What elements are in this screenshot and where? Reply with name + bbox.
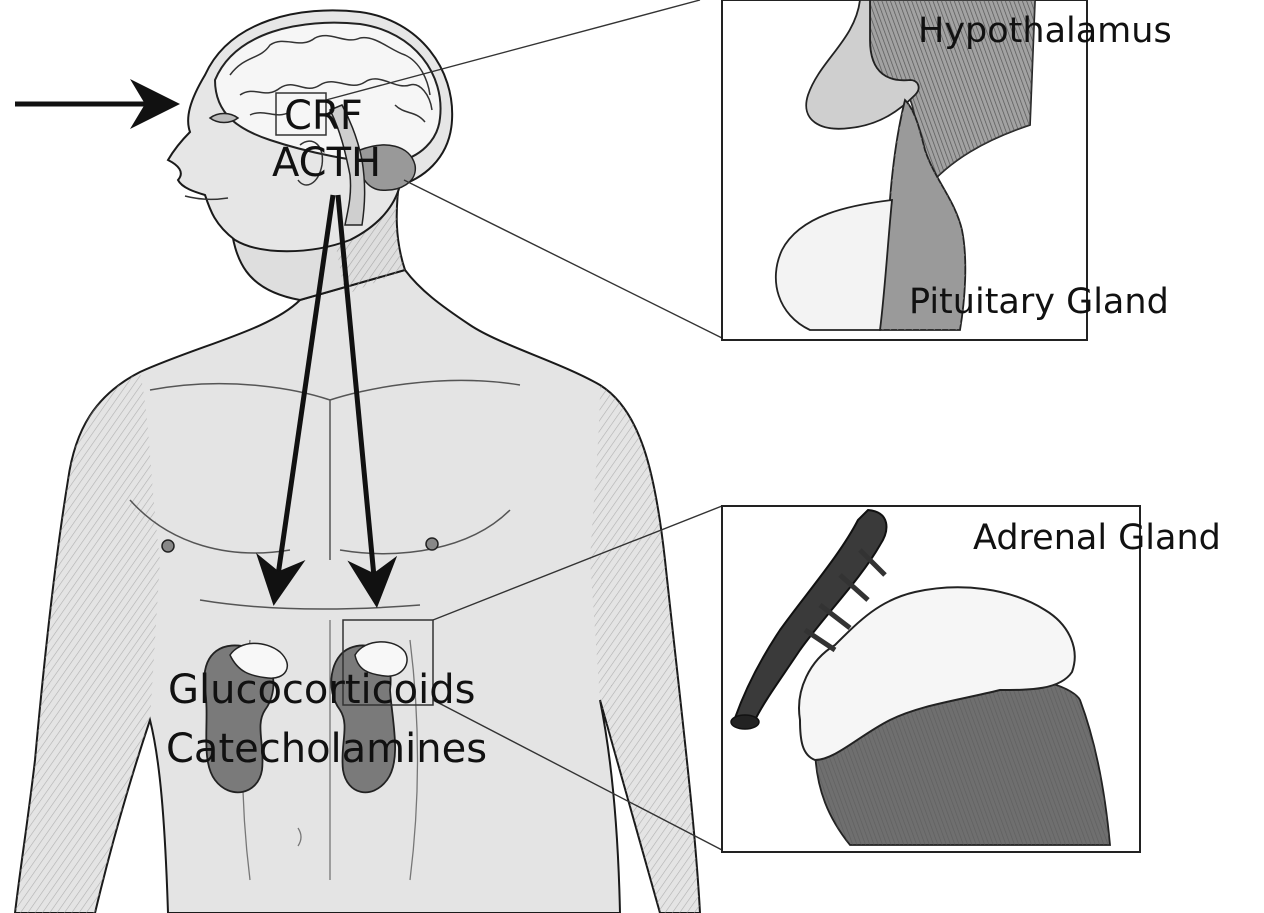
acth-label: ACTH: [272, 143, 381, 183]
catecholamines-label: Catecholamines: [166, 729, 487, 769]
adrenal-gland-label: Adrenal Gland: [973, 521, 1221, 556]
glucocorticoids-label: Glucocorticoids: [168, 670, 475, 710]
hypothalamus-label: Hypothalamus: [918, 14, 1172, 49]
vessel-opening: [731, 715, 759, 729]
pituitary-gland-label: Pituitary Gland: [909, 285, 1169, 320]
torso-shading: [15, 372, 160, 913]
crf-label: CRF: [284, 96, 363, 136]
right-nipple: [426, 538, 438, 550]
left-nipple: [162, 540, 174, 552]
eye: [210, 114, 238, 123]
